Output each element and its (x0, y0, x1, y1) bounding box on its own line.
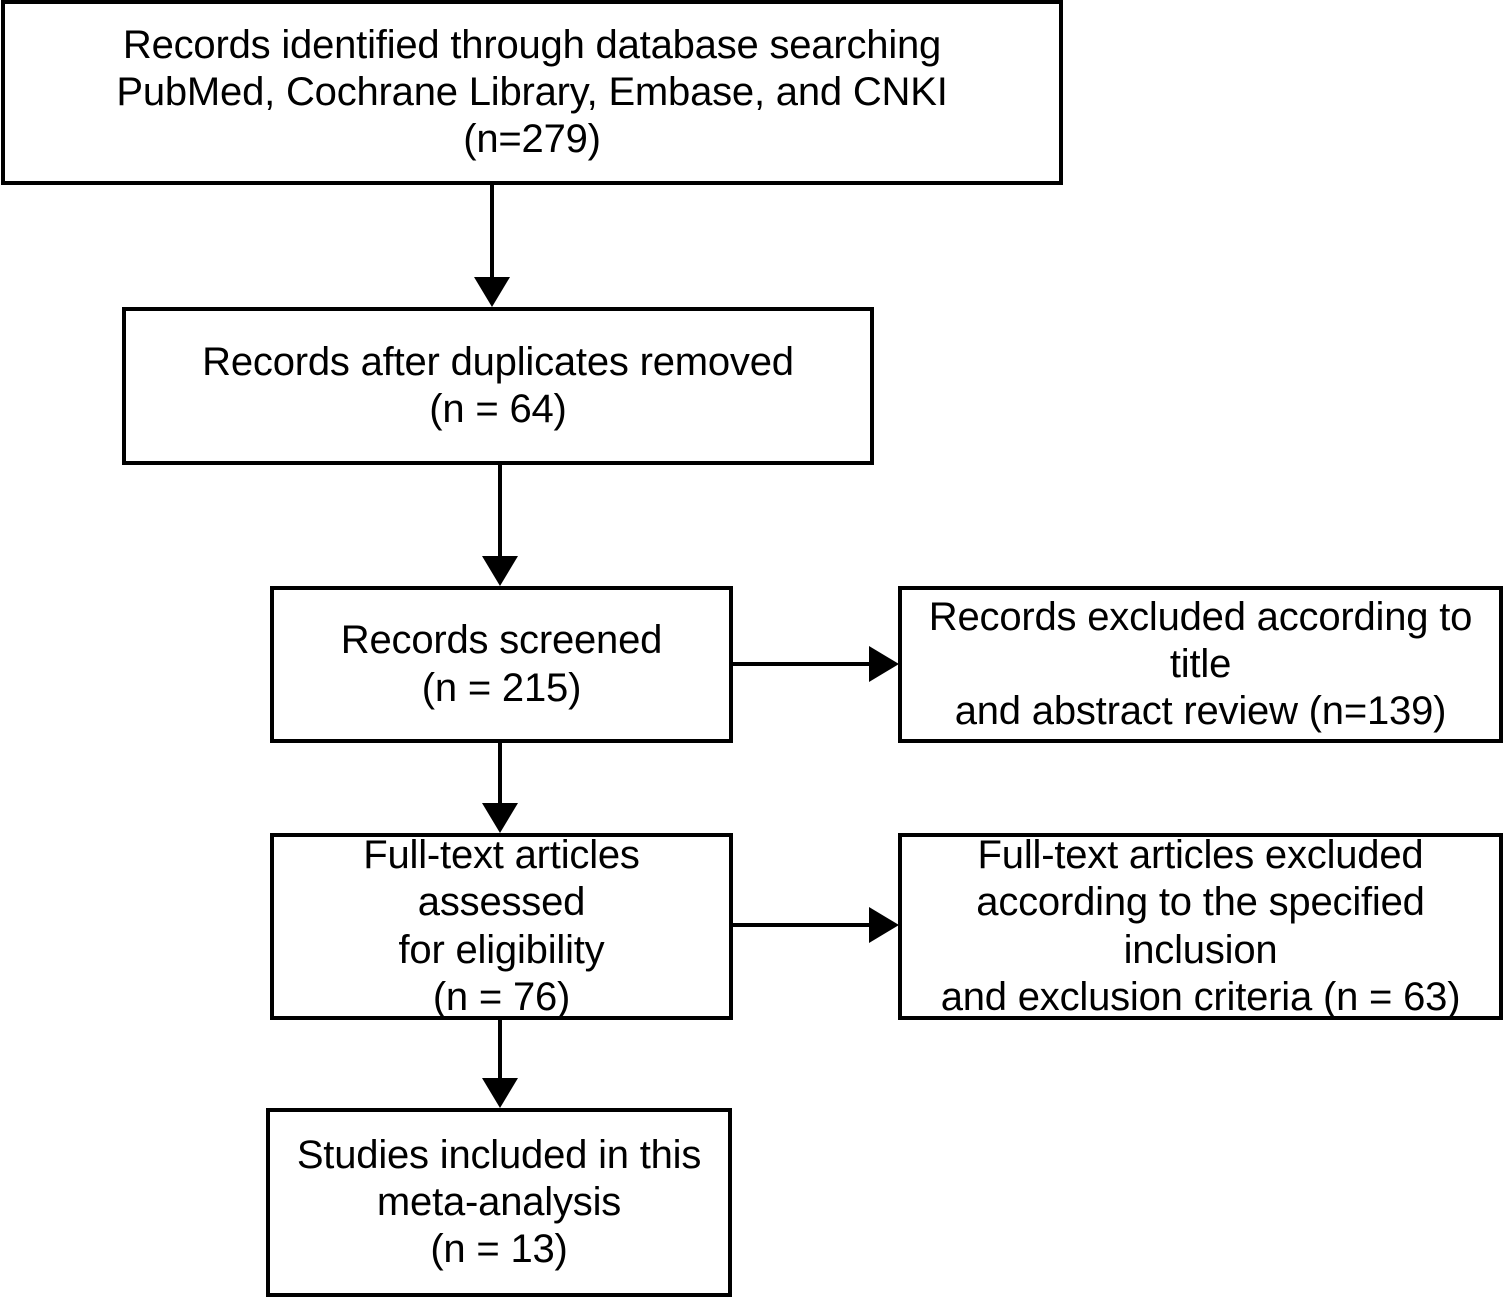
box-studies-included: Studies included in this meta-analysis (… (266, 1108, 732, 1297)
connector-fulltext-to-excluded-full-arrowhead (869, 907, 899, 943)
box-fulltext-articles-assessed: Full-text articles assessed for eligibil… (270, 833, 733, 1020)
connector-fulltext-to-included-arrowhead (482, 1078, 518, 1108)
box-records-after-duplicates-removed: Records after duplicates removed (n = 64… (122, 307, 874, 465)
box-records-screened-label: Records screened (n = 215) (340, 618, 663, 710)
connector-fulltext-to-excluded-full-line (733, 923, 873, 927)
connector-duplicates-to-screened-arrowhead (482, 556, 518, 586)
connector-fulltext-to-included-line (498, 1020, 502, 1080)
box-records-excluded-title-abstract-label: Records excluded according to title and … (928, 594, 1473, 734)
connector-identified-to-duplicates-arrowhead (474, 277, 510, 307)
box-studies-included-label: Studies included in this meta-analysis (… (296, 1132, 702, 1272)
box-fulltext-articles-excluded-label: Full-text articles excluded according to… (940, 833, 1461, 1019)
connector-screened-to-excluded-title-line (733, 662, 873, 666)
box-records-screened: Records screened (n = 215) (270, 586, 733, 743)
connector-duplicates-to-screened-line (498, 465, 502, 558)
box-records-identified: Records identified through database sear… (1, 0, 1063, 185)
connector-screened-to-excluded-title-arrowhead (869, 646, 899, 682)
box-fulltext-articles-excluded: Full-text articles excluded according to… (898, 833, 1503, 1020)
connector-screened-to-fulltext-arrowhead (482, 803, 518, 833)
box-fulltext-articles-assessed-label: Full-text articles assessed for eligibil… (363, 833, 640, 1019)
box-records-after-duplicates-removed-label: Records after duplicates removed (n = 64… (202, 339, 794, 431)
connector-identified-to-duplicates-line (490, 185, 494, 280)
connector-screened-to-fulltext-line (498, 743, 502, 805)
box-records-identified-label: Records identified through database sear… (116, 22, 948, 162)
box-records-excluded-title-abstract: Records excluded according to title and … (898, 586, 1503, 743)
